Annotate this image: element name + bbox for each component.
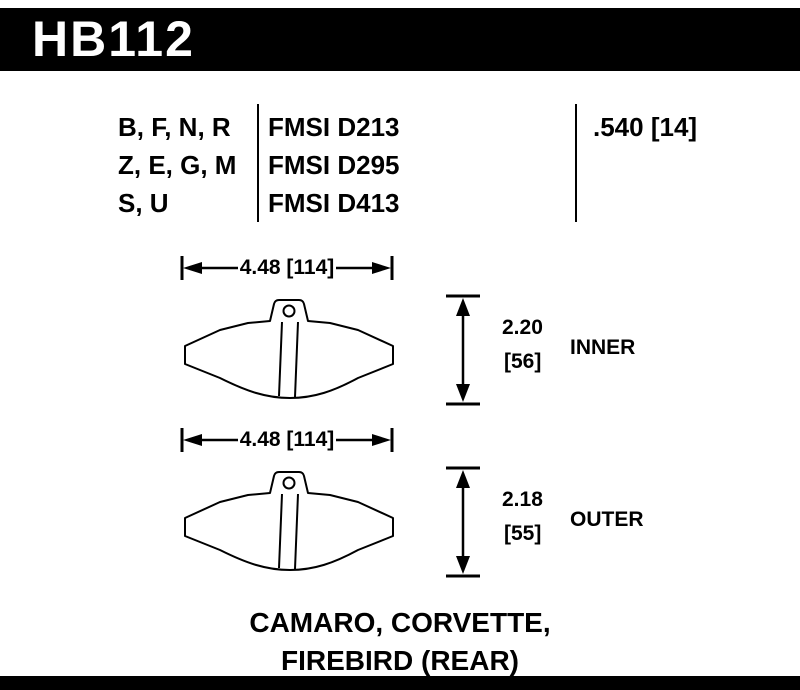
inner-height-value-in: 2.20 xyxy=(502,316,543,339)
width-dimension-graphic xyxy=(180,428,394,452)
outer-width-dimension: 4.48 [114] xyxy=(180,424,394,456)
outer-height-value-in: 2.18 xyxy=(502,488,543,511)
spec-divider-1 xyxy=(257,104,259,222)
arrow-down-icon xyxy=(456,556,470,574)
height-dimension-graphic xyxy=(446,466,480,578)
bottom-bar xyxy=(0,676,800,690)
arrow-right-icon xyxy=(372,262,391,274)
inner-height-value-mm: [56] xyxy=(504,350,542,373)
pad-mount-hole xyxy=(282,304,296,318)
part-number: HB112 xyxy=(32,11,195,67)
compound-codes: B, F, N, R Z, E, G, M S, U xyxy=(118,108,236,222)
outer-pad-drawing xyxy=(184,471,394,571)
pad-mount-hole xyxy=(282,476,296,490)
inner-width-value: 4.48 [114] xyxy=(239,256,335,279)
width-dimension-graphic xyxy=(180,256,394,280)
inner-pad-drawing xyxy=(184,299,394,399)
outer-label: OUTER xyxy=(570,508,644,531)
fmsi-row: FMSI D295 xyxy=(268,150,400,180)
pad-slot-lines xyxy=(278,321,299,398)
pad-outline xyxy=(184,471,394,571)
outer-height-dimension xyxy=(445,466,481,578)
arrow-up-icon xyxy=(456,470,470,488)
arrow-down-icon xyxy=(456,384,470,402)
pad-thickness: .540 [14] xyxy=(593,112,698,142)
arrow-up-icon xyxy=(456,298,470,316)
applications-line-1: CAMARO, CORVETTE, xyxy=(249,607,551,638)
pad-slot-lines xyxy=(278,493,299,570)
inner-height-dimension xyxy=(445,294,481,406)
outer-height-value-mm: [55] xyxy=(504,522,542,545)
arrow-right-icon xyxy=(372,434,391,446)
top-bar xyxy=(0,8,800,71)
compound-row: B, F, N, R xyxy=(118,112,231,142)
outer-width-value: 4.48 [114] xyxy=(239,428,335,451)
compound-row: S, U xyxy=(118,188,169,218)
fmsi-row: FMSI D213 xyxy=(268,112,400,142)
spec-divider-2 xyxy=(575,104,577,222)
fmsi-codes: FMSI D213 FMSI D295 FMSI D413 xyxy=(268,108,400,222)
arrow-left-icon xyxy=(183,434,202,446)
fmsi-row: FMSI D413 xyxy=(268,188,400,218)
height-dimension-graphic xyxy=(446,294,480,406)
pad-outline xyxy=(184,299,394,399)
compound-row: Z, E, G, M xyxy=(118,150,237,180)
applications-line-2: FIREBIRD (REAR) xyxy=(281,645,519,676)
inner-width-dimension: 4.48 [114] xyxy=(180,252,394,284)
inner-label: INNER xyxy=(570,336,636,359)
arrow-left-icon xyxy=(183,262,202,274)
